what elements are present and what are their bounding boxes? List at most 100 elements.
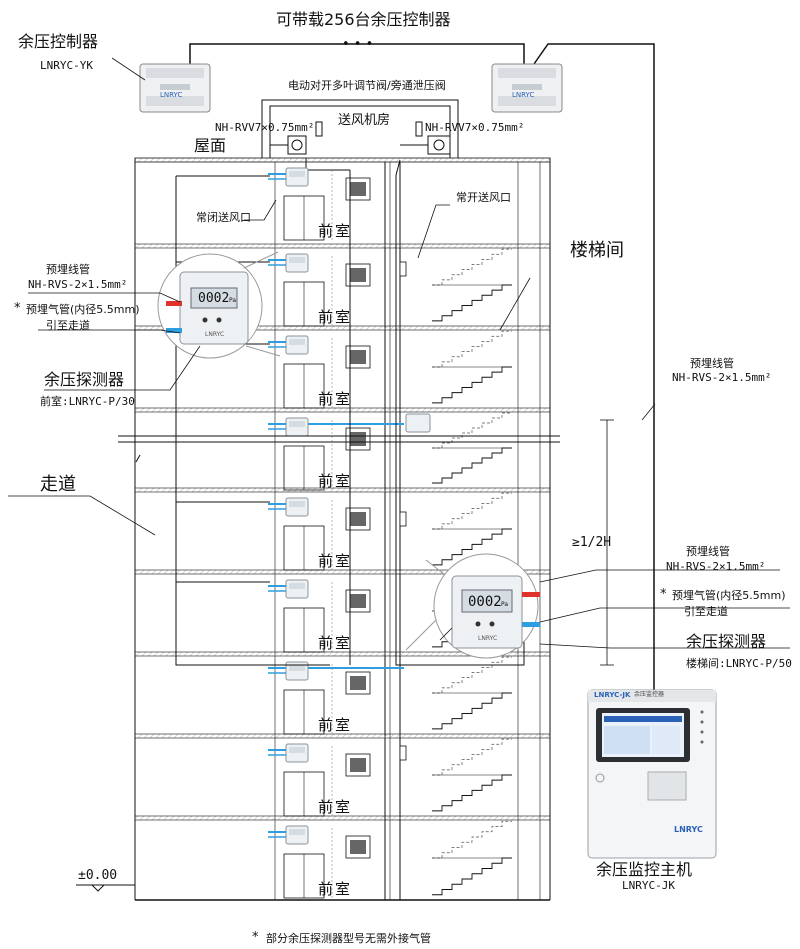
conduit-left-spec: NH-RVS-2×1.5mm² <box>28 278 128 291</box>
air-pipe-right-title: 预埋气管(内径5.5mm) <box>672 589 786 602</box>
front-room-fixtures <box>283 167 371 899</box>
detector-left-display: 0002 <box>198 291 230 306</box>
floor-slab <box>134 569 551 575</box>
air-vent-grille <box>350 676 366 690</box>
stair-flight-down <box>432 692 512 730</box>
controller-model: LNRYC-YK <box>40 59 93 72</box>
conduit-right-top-spec: NH-RVS-2×1.5mm² <box>672 371 772 384</box>
detector-left-brand: LNRYC <box>205 331 225 338</box>
roof-label: 屋面 <box>194 136 227 155</box>
small-detector-screen <box>289 339 305 345</box>
floor-slab <box>134 407 551 413</box>
break-line <box>118 435 560 463</box>
controller-right-brand: LNRYC <box>512 91 535 99</box>
stair-flight-up <box>432 492 512 530</box>
detector-left-title: 余压探测器 <box>44 370 125 389</box>
front-room-label: 前室 <box>318 798 353 816</box>
controller-left-brand: LNRYC <box>160 91 183 99</box>
small-detector-screen <box>289 257 305 263</box>
stair-open-vent <box>399 261 407 277</box>
air-vent-grille <box>350 840 366 854</box>
conduit-left-title: 预埋线管 <box>46 263 90 276</box>
controller-left <box>139 63 211 113</box>
host-logo: LNRYC <box>674 825 703 834</box>
floor-slab <box>134 815 551 821</box>
stair-open-vent <box>399 745 407 761</box>
pipe-runs <box>268 173 431 838</box>
small-detector-screen <box>289 501 305 507</box>
floor-slabs <box>134 243 551 821</box>
host-title: 余压监控主机 <box>596 860 693 879</box>
detector-right-model: 楼梯间:LNRYC-P/50 <box>686 657 792 670</box>
half-height-label: ≥1/2H <box>572 535 612 550</box>
cable-right-label: NH-RVV7×0.75mm² <box>425 121 525 134</box>
air-vent-grille <box>350 268 366 282</box>
stair-flight-down <box>432 528 512 566</box>
damper-label: 电动对开多叶调节阀/旁通泄压阀 <box>288 79 446 92</box>
stair-flight-down <box>432 774 512 812</box>
detector-right-device <box>451 575 540 649</box>
front-room-label: 前室 <box>318 390 353 408</box>
front-room-label: 前室 <box>318 716 353 734</box>
air-pipe-right-asterisk: * <box>660 587 667 602</box>
stair-flight-down <box>432 447 512 484</box>
front-room-label: 前室 <box>318 472 353 490</box>
stair-open-vent <box>399 511 407 527</box>
level-label: ±0.00 <box>78 868 118 883</box>
footnote: 部分余压探测器型号无需外接气管 <box>266 932 431 945</box>
level-marker <box>76 884 135 892</box>
stair-flight-up <box>432 656 512 694</box>
detector-left-model: 前室:LNRYC-P/30 <box>40 395 135 408</box>
detector-right-brand: LNRYC <box>478 635 498 642</box>
stair-flight-up <box>432 330 512 368</box>
cable-left-label: NH-RVV7×0.75mm² <box>215 121 315 134</box>
air-vent-grille <box>350 758 366 772</box>
host-model: LNRYC-JK <box>622 879 675 892</box>
stair-flight-up <box>432 248 512 286</box>
footnote-asterisk: * <box>252 930 259 945</box>
detector-right-title: 余压探测器 <box>686 632 767 651</box>
stairwell-label: 楼梯间 <box>570 240 624 261</box>
leader-lines <box>8 199 790 649</box>
building <box>134 157 551 901</box>
detector-right-display: 0002 <box>468 594 502 610</box>
air-pipe-right-route: 引至走道 <box>684 605 728 618</box>
conduit-right-top-title: 预埋线管 <box>690 357 734 370</box>
air-vent-grille <box>350 182 366 196</box>
host-brand: LNRYC-JK <box>594 691 631 699</box>
floor-slab <box>134 651 551 657</box>
conduit-right-title: 预埋线管 <box>686 545 730 558</box>
front-room-label: 前室 <box>318 880 353 898</box>
stair-flight-down <box>432 857 512 896</box>
small-detector-screen <box>289 583 305 589</box>
stair-flight-up <box>432 738 512 776</box>
front-room-label: 前室 <box>318 308 353 326</box>
air-pipe-left-route: 引至走道 <box>46 319 90 332</box>
small-detector-screen <box>289 829 305 835</box>
bus-line <box>189 43 655 690</box>
stair-flight-up <box>432 412 512 449</box>
monitoring-host-device <box>587 689 717 859</box>
floor-slab <box>134 243 551 249</box>
air-vent-grille <box>350 594 366 608</box>
conduit-right-spec: NH-RVS-2×1.5mm² <box>666 560 766 573</box>
corridor-label: 走道 <box>40 474 76 495</box>
controller-right <box>491 63 563 113</box>
air-vent-grille <box>350 432 366 446</box>
stair-flight-down <box>432 284 512 322</box>
air-pipe-left-asterisk: * <box>14 301 21 316</box>
closed-vent-label: 常闭送风口 <box>196 211 251 224</box>
floor-slab <box>134 325 551 331</box>
air-pipe-left-title: 预埋气管(内径5.5mm) <box>26 303 140 316</box>
fan-room-label: 送风机房 <box>338 113 391 128</box>
small-detector-screen <box>289 171 305 177</box>
open-vent-label: 常开送风口 <box>456 191 511 204</box>
controller-title: 余压控制器 <box>18 32 99 51</box>
detector-left-unit: Pa <box>229 297 237 304</box>
detector-right-unit: Pa <box>501 601 509 608</box>
stair-flight-down <box>432 366 512 404</box>
stair-small-detector <box>405 413 431 433</box>
floor-slab <box>134 487 551 493</box>
